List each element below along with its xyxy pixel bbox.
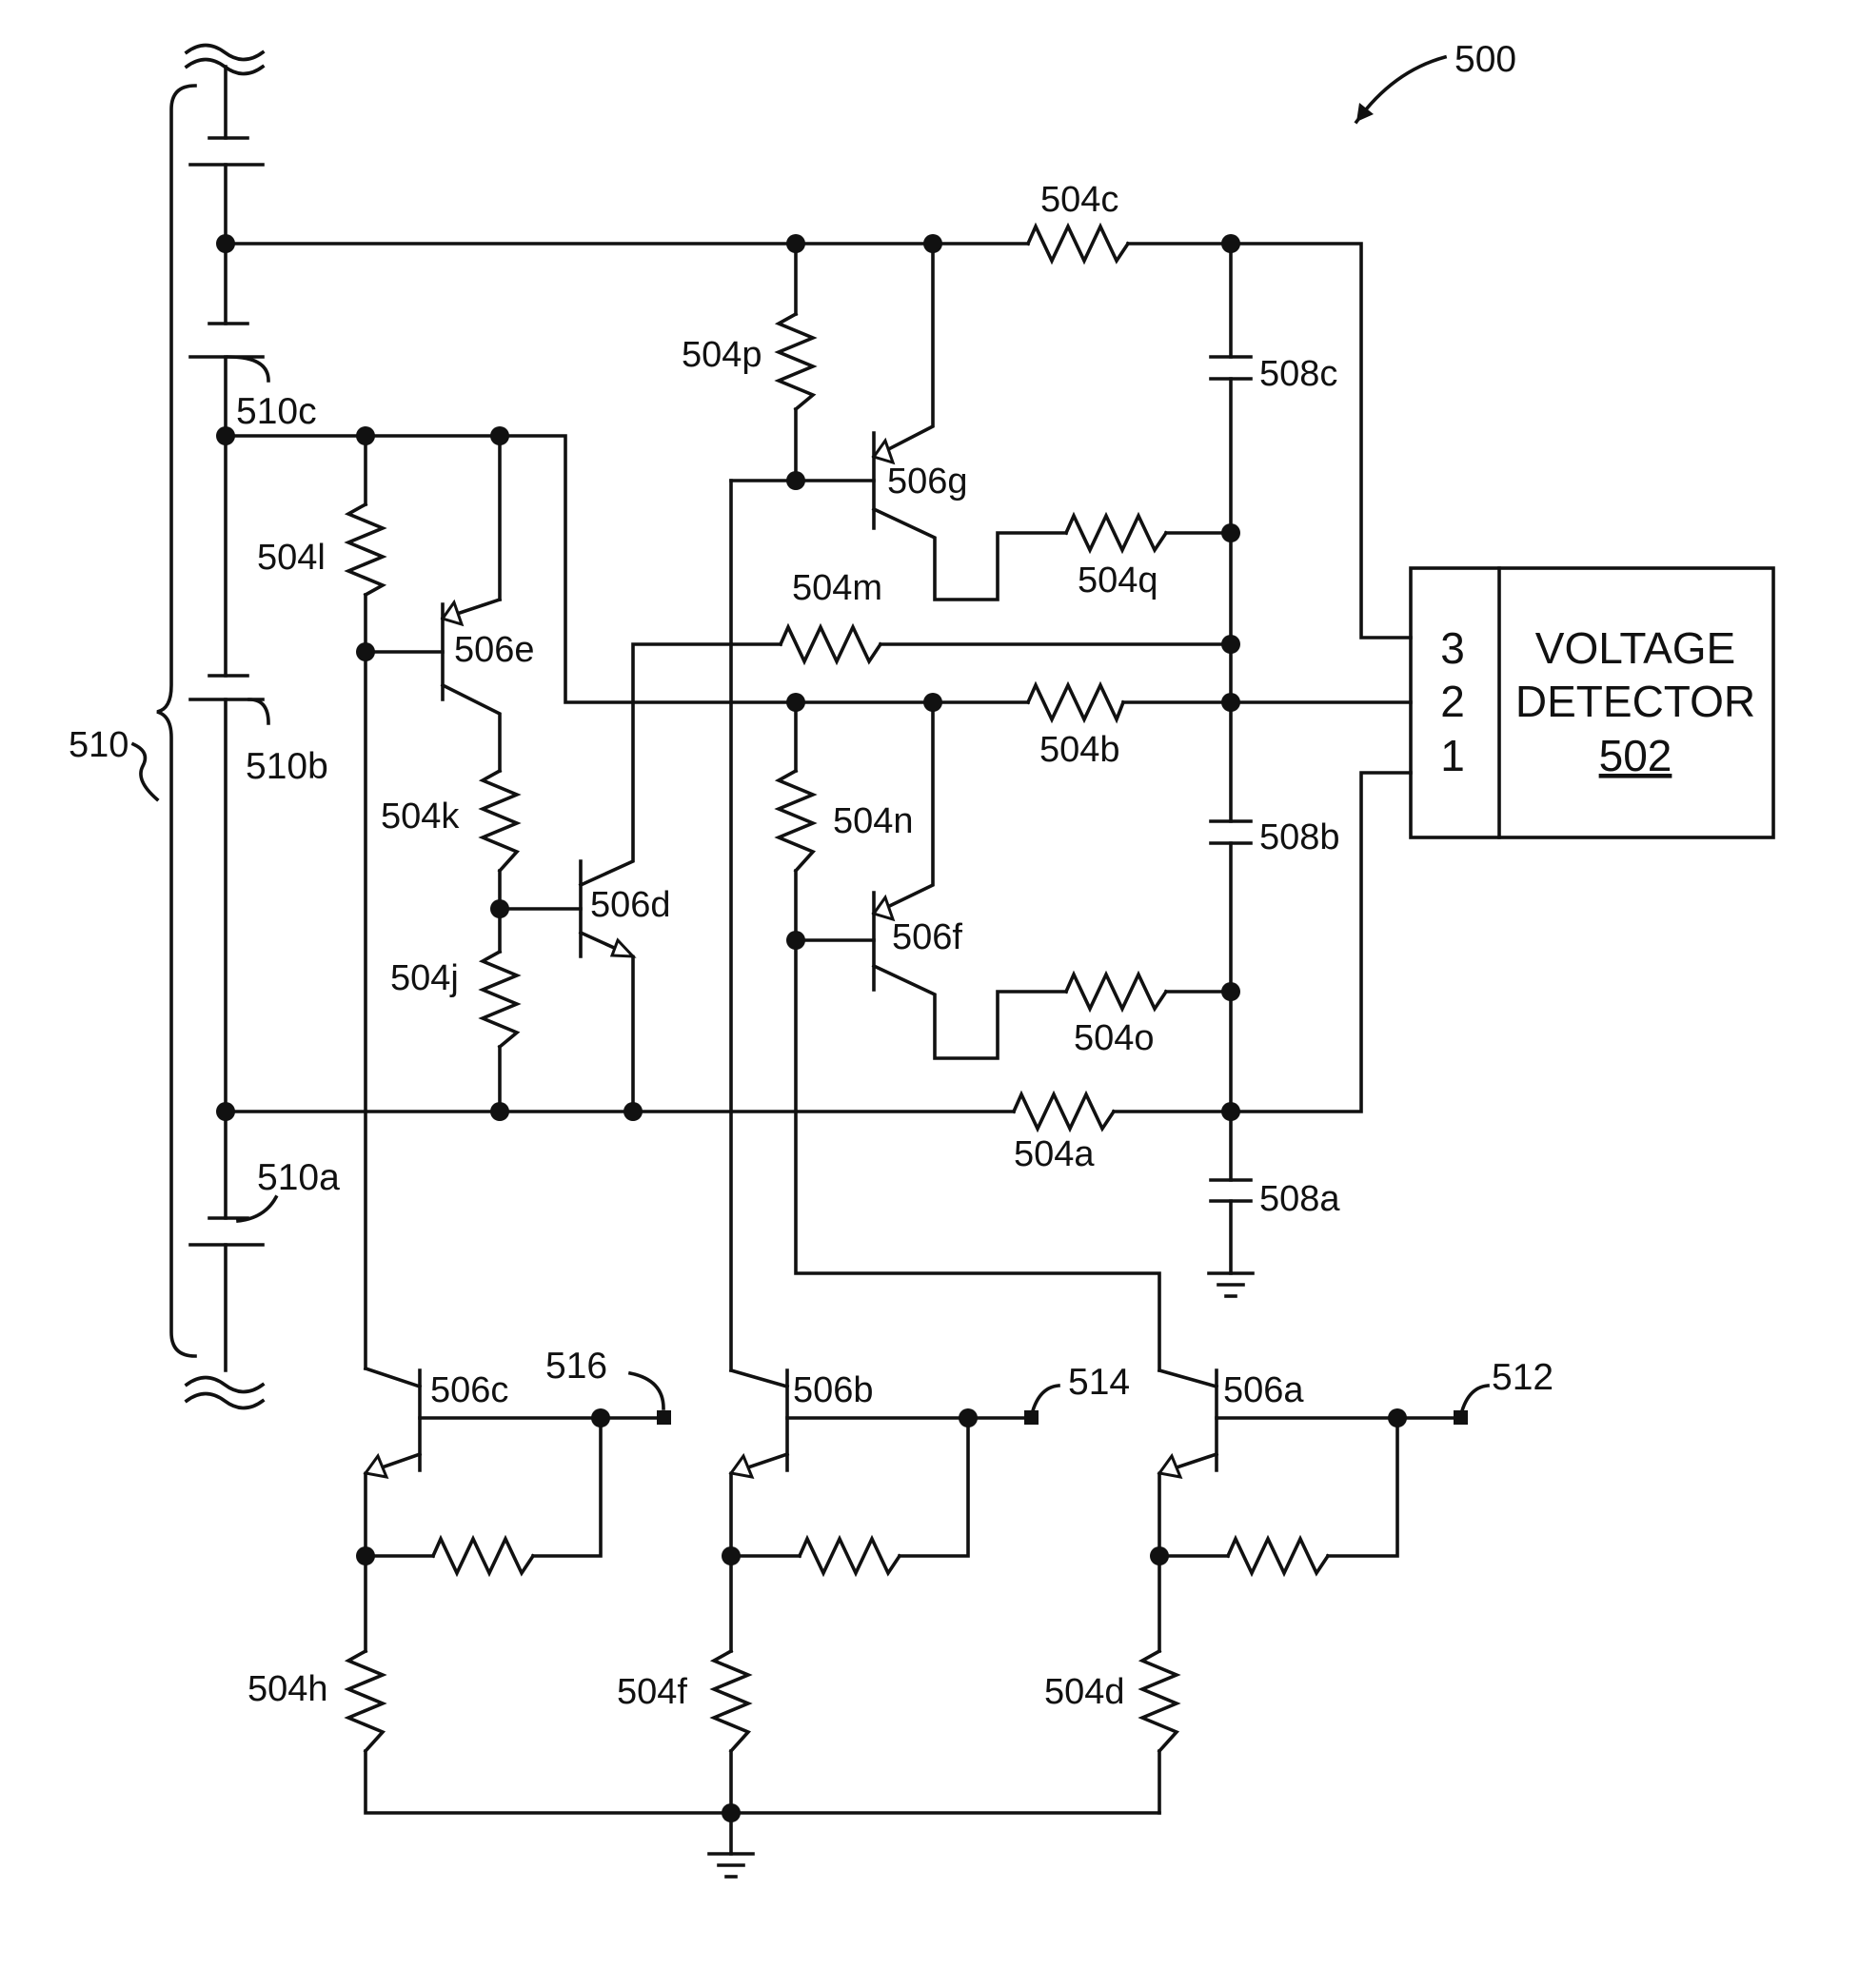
resistor-504n <box>779 771 813 871</box>
resistors <box>348 226 1328 1751</box>
resistor-label-504q: 504q <box>1078 561 1158 600</box>
transistor-label-506f: 506f <box>892 917 962 957</box>
transistor-label-506g: 506g <box>887 462 968 502</box>
resistor-504o <box>1066 974 1166 1009</box>
resistor-504a <box>1014 1094 1114 1129</box>
output-terminal-514 <box>1024 1410 1039 1425</box>
detector-pin-1: 1 <box>1440 731 1465 780</box>
detector-pin-3: 3 <box>1440 623 1465 673</box>
resistor-504q <box>1066 516 1166 550</box>
resistor-504h <box>348 1651 383 1751</box>
resistor-504j <box>483 952 517 1047</box>
capacitor-508b <box>1211 821 1251 843</box>
detector-title-line2: DETECTOR <box>1515 677 1755 726</box>
capacitor-label-508b: 508b <box>1259 817 1340 857</box>
transistor-label-506d: 506d <box>590 885 671 925</box>
battery-stack <box>133 46 276 1408</box>
resistor-label-504a: 504a <box>1014 1134 1095 1174</box>
transistor-label-506a: 506a <box>1223 1370 1304 1410</box>
detector-ref: 502 <box>1599 731 1672 780</box>
transistor-label-506c: 506c <box>430 1370 508 1410</box>
resistor-label-504c: 504c <box>1040 180 1118 220</box>
resistor-label-504j: 504j <box>390 958 459 998</box>
resistor-504m <box>781 627 881 661</box>
resistor-label-504f: 504f <box>617 1672 687 1712</box>
resistor-label-504p: 504p <box>682 335 762 375</box>
output-label-516: 516 <box>545 1346 607 1387</box>
transistor-label-506e: 506e <box>454 630 535 670</box>
resistor-label-504n: 504n <box>833 801 914 841</box>
cell-label-510b: 510b <box>246 746 328 787</box>
cell-label-510a: 510a <box>257 1157 340 1198</box>
resistor-label-504b: 504b <box>1039 730 1120 770</box>
junction-dots <box>216 234 1407 1822</box>
resistor-label-504o: 504o <box>1074 1018 1155 1058</box>
capacitor-label-508c: 508c <box>1259 354 1337 394</box>
figure-ref-label: 500 <box>1454 39 1516 80</box>
resistor-504b <box>1028 685 1123 719</box>
resistor-label-504d: 504d <box>1044 1672 1125 1712</box>
resistor-feedback-506c <box>433 1539 533 1573</box>
capacitor-508c <box>1211 357 1251 379</box>
output-terminal-512 <box>1454 1410 1468 1425</box>
resistor-label-504h: 504h <box>247 1669 328 1709</box>
resistor-504d <box>1142 1651 1177 1751</box>
resistor-504k <box>483 771 517 871</box>
resistor-504p <box>779 314 813 409</box>
transistor-label-506b: 506b <box>793 1370 874 1410</box>
output-terminal-516 <box>657 1410 671 1425</box>
resistor-label-504m: 504m <box>792 568 882 608</box>
cell-label-510c: 510c <box>236 391 317 432</box>
detector-pin-2: 2 <box>1440 677 1465 726</box>
capacitor-508a <box>1211 1180 1251 1201</box>
capacitor-label-508a: 508a <box>1259 1179 1340 1219</box>
resistor-feedback-506a <box>1228 1539 1328 1573</box>
output-label-514: 514 <box>1068 1362 1130 1403</box>
output-label-512: 512 <box>1492 1357 1553 1398</box>
resistor-504l <box>348 504 383 595</box>
resistor-504c <box>1028 226 1128 261</box>
labels: 500 510 510c 510b 510a 504c 504p 504q 50… <box>69 39 1755 1712</box>
resistor-label-504k: 504k <box>381 797 460 837</box>
resistor-feedback-506b <box>800 1539 900 1573</box>
detector-title-line1: VOLTAGE <box>1535 623 1735 673</box>
resistor-504f <box>714 1651 748 1751</box>
battery-label: 510 <box>69 725 129 765</box>
resistor-label-504l: 504l <box>257 538 326 578</box>
